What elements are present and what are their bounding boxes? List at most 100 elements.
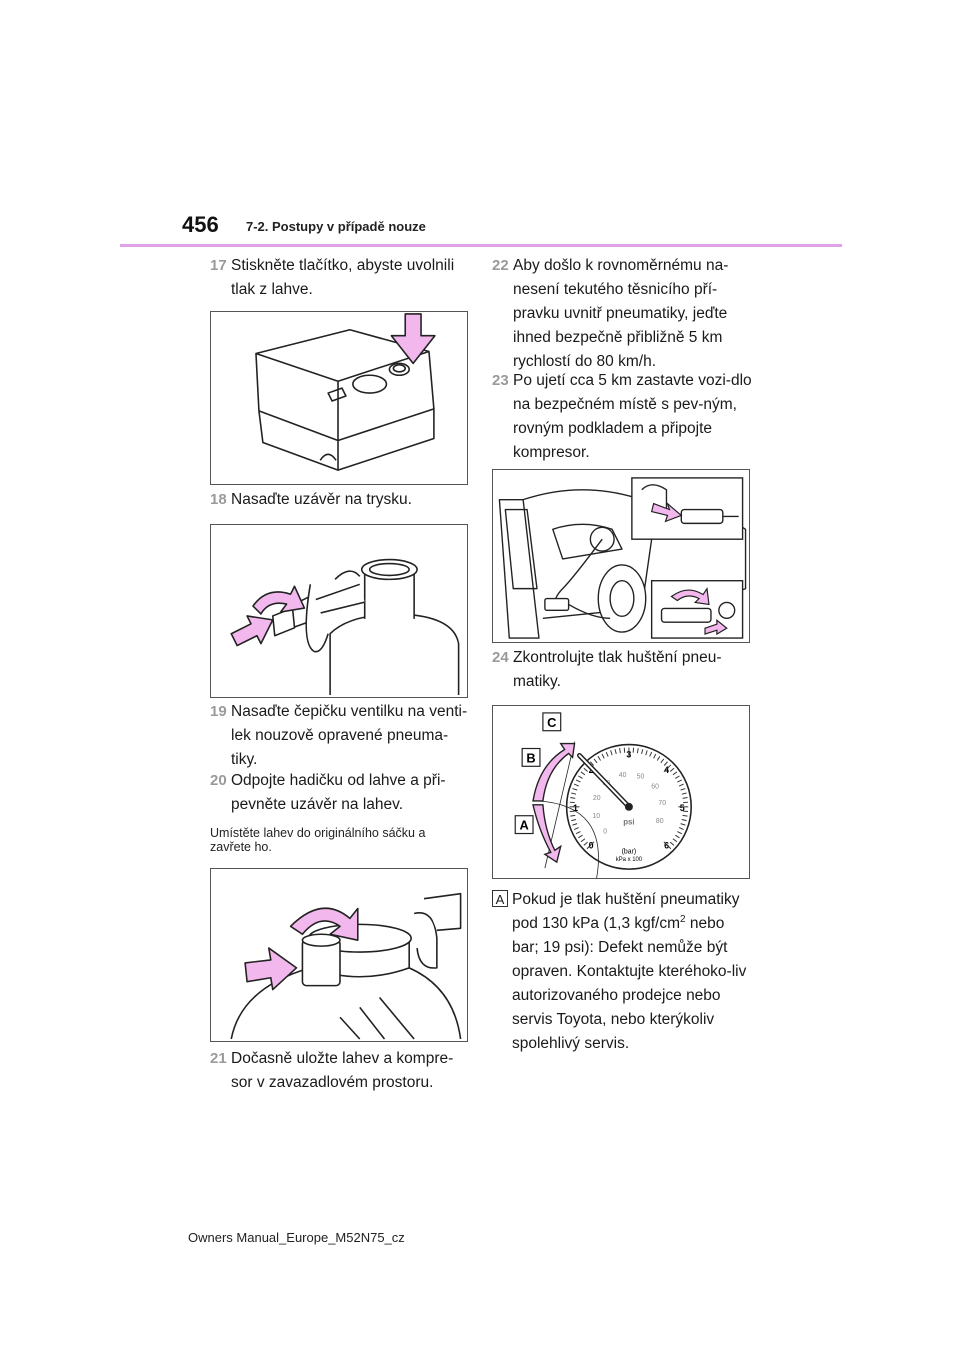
dial-tick (669, 841, 675, 846)
psi-tick-label: 40 (619, 772, 627, 779)
push-arrow-icon (230, 615, 274, 647)
step-text: Odpojte hadičku od lahve a při-pevněte u… (231, 772, 446, 813)
dial-tick (583, 841, 588, 846)
pressure-gauge-illustration: C B A 0123456 01020304050607080 psi (bar… (514, 712, 692, 878)
callout-text-part: Pokud je tlak huštění pneumatiky pod 130… (512, 891, 740, 932)
dial-tick (578, 834, 583, 839)
dial-tick (572, 823, 578, 826)
dial-tick (571, 819, 577, 822)
dial-tick (663, 764, 672, 773)
dial-tick (601, 753, 605, 759)
bar-tick-label: 1 (573, 803, 578, 813)
step-number: 20 (210, 772, 227, 789)
dial-tick (641, 749, 644, 755)
dial-tick (682, 814, 688, 817)
step-number: 19 (210, 703, 227, 720)
step-number: 21 (210, 1050, 227, 1067)
dial-tick (580, 771, 586, 776)
step-23: 23 Po ujetí cca 5 km zastavte vozi-dlo n… (492, 369, 754, 465)
step-number: 17 (210, 257, 227, 274)
dial-tick (682, 797, 688, 799)
figure-compressor-button (210, 311, 468, 485)
step-number: 23 (492, 372, 509, 389)
dial-tick (575, 831, 581, 835)
callout-text: Pokud je tlak huštění pneumatiky pod 130… (492, 888, 750, 1056)
insert-arrow-icon (650, 501, 683, 523)
bar-tick-label: 0 (589, 841, 594, 851)
note-bottle-bag: Umístěte lahev do originálního sáčku a z… (210, 826, 426, 854)
unit-bar: (bar) (622, 848, 637, 855)
section-title: 7-2. Postupy v případě nouze (246, 219, 426, 234)
dial-tick (586, 841, 595, 850)
dial-tick-marks (569, 747, 689, 850)
dial-tick (578, 775, 583, 779)
figure-car-compressor (492, 469, 750, 643)
push-arrow-icon (244, 947, 298, 991)
dial-tick (660, 758, 665, 764)
dial-tick (610, 750, 613, 756)
step-number: 22 (492, 257, 509, 274)
dial-tick (677, 779, 683, 783)
dial-tick (656, 755, 661, 761)
step-text: Zkontrolujte tlak huštění pneu-matiky. (513, 649, 722, 690)
bar-tick-label: 4 (664, 765, 669, 775)
dial-tick (649, 751, 653, 757)
dial-tick (675, 775, 680, 779)
step-24: 24 Zkontrolujte tlak huštění pneu-matiky… (492, 646, 754, 694)
dial-tick (580, 838, 586, 843)
dial-tick (570, 814, 576, 817)
dial-tick (681, 819, 687, 822)
compressor-illustration (255, 313, 436, 471)
psi-tick-label: 50 (637, 773, 645, 780)
bar-tick-label: 6 (664, 841, 669, 851)
dial-tick (583, 767, 588, 772)
car-compressor-illustration (498, 477, 747, 639)
dial-tick (677, 831, 683, 835)
psi-tick-label: 10 (592, 813, 600, 820)
step-22: 22 Aby došlo k rovnoměrnému na-nesení te… (492, 254, 754, 374)
rotate-arrow-icon (289, 907, 359, 941)
label-c: C (547, 715, 556, 730)
dial-tick (645, 750, 648, 756)
step-text: Dočasně uložte lahev a kompre-sor v zava… (231, 1050, 454, 1091)
label-a: A (519, 818, 528, 833)
psi-tick-label: 0 (603, 829, 607, 836)
range-a-arrow-icon (532, 804, 562, 864)
bottle-storage-illustration (230, 892, 462, 1040)
dial-tick (653, 753, 657, 759)
push-arrow-icon (704, 619, 728, 636)
figure-pressure-gauge: C B A 0123456 01020304050607080 psi (bar… (492, 705, 750, 879)
dial-tick (573, 783, 579, 787)
label-b-box (521, 747, 541, 767)
bottle-cap-illustration (230, 558, 460, 696)
dial-tick (681, 792, 687, 795)
step-17: 17 Stiskněte tlačítko, abyste uvolnili t… (210, 254, 468, 302)
callout-a: A Pokud je tlak huštění pneumatiky pod 1… (492, 888, 750, 1056)
dial-tick (672, 838, 678, 843)
step-text: Stiskněte tlačítko, abyste uvolnili tlak… (231, 257, 455, 298)
range-b-arrow-icon (532, 742, 576, 802)
callout-tag: A (492, 890, 508, 907)
psi-tick-label: 60 (651, 784, 659, 791)
psi-tick-label: 70 (658, 800, 666, 807)
dial-tick (678, 827, 684, 831)
header-rule (120, 244, 842, 247)
psi-tick-label: 80 (656, 818, 664, 825)
step-text: Nasaďte čepičku ventilku na venti-lek no… (231, 703, 468, 768)
dial-tick (589, 761, 594, 766)
dial-tick (619, 748, 621, 754)
dial-tick (672, 771, 678, 776)
dial-tick (636, 748, 639, 754)
bar-tick-label: 5 (680, 803, 685, 813)
figure-bottle-cap (210, 524, 468, 698)
dial-tick (572, 788, 578, 791)
dial-tick (573, 827, 579, 831)
callout-text-part: nebo bar; 19 psi): Defekt nemůže být opr… (512, 915, 747, 1052)
rotate-arrow-icon (670, 586, 710, 606)
figure-bottle-storage (210, 868, 468, 1042)
dial-tick (597, 755, 601, 761)
unit-psi: psi (623, 818, 634, 827)
dial-tick (675, 834, 680, 839)
dial-tick (593, 758, 598, 764)
label-b: B (526, 750, 535, 765)
